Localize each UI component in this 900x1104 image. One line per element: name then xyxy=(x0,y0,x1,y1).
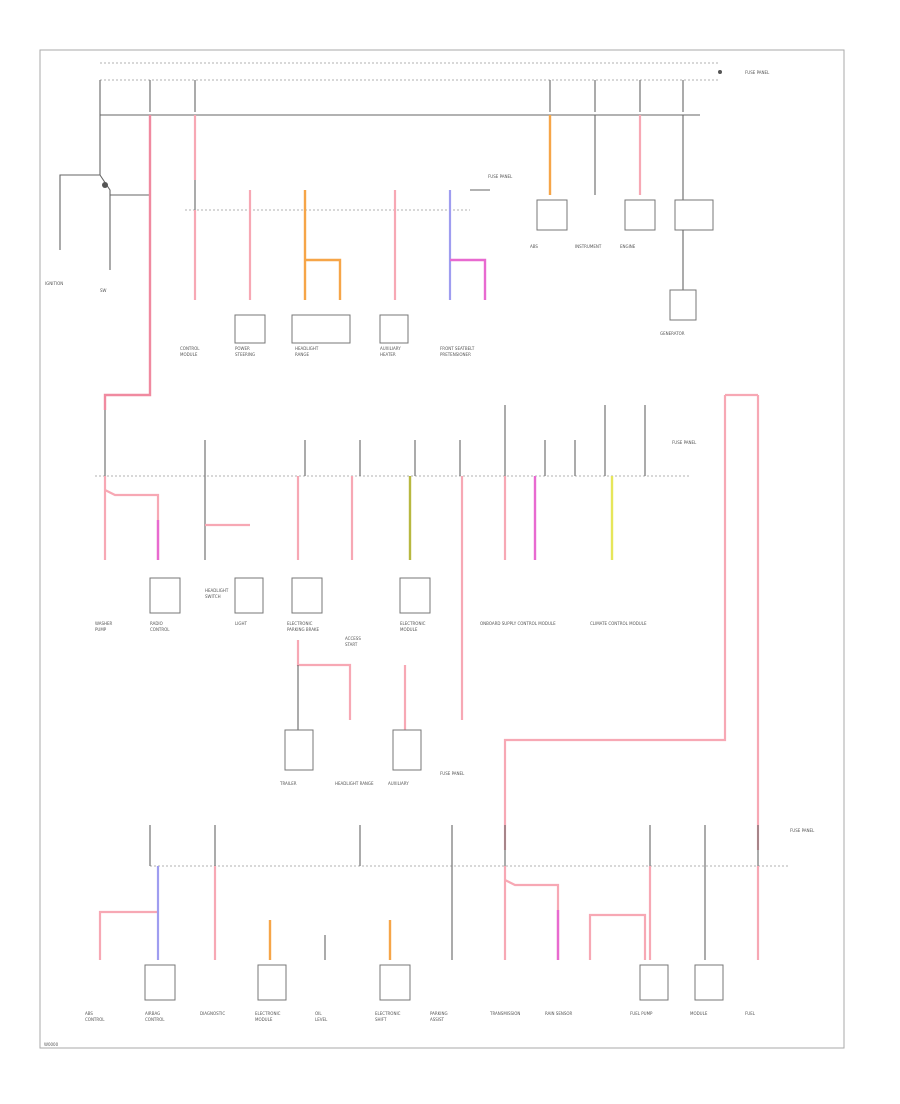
svg-text:RANGE: RANGE xyxy=(295,352,309,357)
lower-middle: TRAILER HEADLIGHT RANGE AUXILIARY FUSE PAN… xyxy=(279,640,465,786)
svg-text:SW: SW xyxy=(100,288,107,293)
svg-text:ELECTRONIC: ELECTRONIC xyxy=(255,1011,281,1016)
row1-branches xyxy=(193,190,487,344)
svg-text:FUEL: FUEL xyxy=(745,1011,756,1016)
svg-text:MODULE: MODULE xyxy=(180,352,198,357)
svg-text:PARKING: PARKING xyxy=(430,1011,448,1016)
svg-text:INSTRUMENT: INSTRUMENT xyxy=(575,244,602,249)
svg-text:HEADLIGHT: HEADLIGHT xyxy=(205,588,229,593)
svg-text:CONTROL: CONTROL xyxy=(145,1017,165,1022)
svg-text:SHIFT: SHIFT xyxy=(375,1017,387,1022)
top-fuses: FUSE PANEL xyxy=(149,70,770,112)
svg-text:HEADLIGHT RANGE: HEADLIGHT RANGE xyxy=(335,781,374,786)
middle-fuses: FUSE PANEL xyxy=(104,405,697,476)
svg-text:RADIO: RADIO xyxy=(150,621,163,626)
svg-text:FUSE PANEL: FUSE PANEL xyxy=(745,70,770,75)
diagram-frame xyxy=(39,49,845,1049)
svg-text:AIRBAG: AIRBAG xyxy=(145,1011,160,1016)
svg-text:MODULE: MODULE xyxy=(255,1017,273,1022)
svg-text:POWER: POWER xyxy=(235,346,250,351)
svg-text:TRAILER: TRAILER xyxy=(279,781,297,786)
svg-text:MODULE: MODULE xyxy=(400,627,418,632)
middle-branches xyxy=(103,476,614,720)
svg-text:ELECTRONIC: ELECTRONIC xyxy=(375,1011,401,1016)
svg-text:START: START xyxy=(345,642,358,647)
svg-text:MODULE: MODULE xyxy=(690,1011,708,1016)
svg-text:PARKING BRAKE: PARKING BRAKE xyxy=(287,627,320,632)
top-right-components: GENERATOR ABS INSTRUMENT ENGINE xyxy=(530,115,714,336)
svg-text:ELECTRONIC: ELECTRONIC xyxy=(287,621,313,626)
svg-text:CONTROL: CONTROL xyxy=(180,346,200,351)
svg-text:AUXILIARY: AUXILIARY xyxy=(388,781,409,786)
svg-text:HEATER: HEATER xyxy=(380,352,396,357)
svg-text:FUSE PANEL: FUSE PANEL xyxy=(790,828,815,833)
svg-text:GENERATOR: GENERATOR xyxy=(660,331,685,336)
svg-text:PUMP: PUMP xyxy=(95,627,107,632)
svg-text:ELECTRONIC: ELECTRONIC xyxy=(400,621,426,626)
svg-text:LEVEL: LEVEL xyxy=(315,1017,328,1022)
svg-text:DIAGNOSTIC: DIAGNOSTIC xyxy=(200,1011,225,1016)
svg-text:SWITCH: SWITCH xyxy=(205,594,221,599)
svg-text:ONBOARD SUPPLY CONTROL MODULE: ONBOARD SUPPLY CONTROL MODULE xyxy=(480,621,556,626)
svg-text:FUSE PANEL: FUSE PANEL xyxy=(440,771,465,776)
svg-text:FUEL PUMP: FUEL PUMP xyxy=(630,1011,653,1016)
svg-text:CLIMATE CONTROL MODULE: CLIMATE CONTROL MODULE xyxy=(590,621,647,626)
svg-text:ABS: ABS xyxy=(530,244,538,249)
svg-text:FUSE PANEL: FUSE PANEL xyxy=(672,440,697,445)
svg-text:HEADLIGHT: HEADLIGHT xyxy=(295,346,319,351)
footer-code: W0000 xyxy=(44,1042,59,1047)
svg-text:LIGHT: LIGHT xyxy=(235,621,248,626)
svg-text:ASSIST: ASSIST xyxy=(430,1017,445,1022)
svg-text:FRONT SEATBELT: FRONT SEATBELT xyxy=(440,346,475,351)
svg-text:ENGINE: ENGINE xyxy=(620,244,636,249)
svg-text:TRANSMISSION: TRANSMISSION xyxy=(489,1011,520,1016)
svg-text:WASHER: WASHER xyxy=(95,621,113,626)
svg-text:IGNITION: IGNITION xyxy=(45,281,63,286)
svg-text:STEERING: STEERING xyxy=(235,352,255,357)
ignition-switch: IGNITION SW xyxy=(45,115,150,293)
svg-text:OIL: OIL xyxy=(315,1011,322,1016)
svg-text:FUSE PANEL: FUSE PANEL xyxy=(488,174,513,179)
svg-text:CONTROL: CONTROL xyxy=(85,1017,105,1022)
svg-text:PRETENSIONER: PRETENSIONER xyxy=(440,352,471,357)
bottom-branches xyxy=(98,866,760,1001)
bottom-fuses: FUSE PANEL xyxy=(149,825,815,866)
svg-text:ACCESS: ACCESS xyxy=(345,636,361,641)
right-feed-wire xyxy=(503,395,727,850)
svg-text:RAIN SENSOR: RAIN SENSOR xyxy=(545,1011,573,1016)
svg-text:AUXILIARY: AUXILIARY xyxy=(380,346,401,351)
main-feed-wire xyxy=(103,115,152,410)
svg-text:CONTROL: CONTROL xyxy=(150,627,170,632)
top-power-bus xyxy=(99,62,720,116)
svg-text:ABS: ABS xyxy=(85,1011,93,1016)
